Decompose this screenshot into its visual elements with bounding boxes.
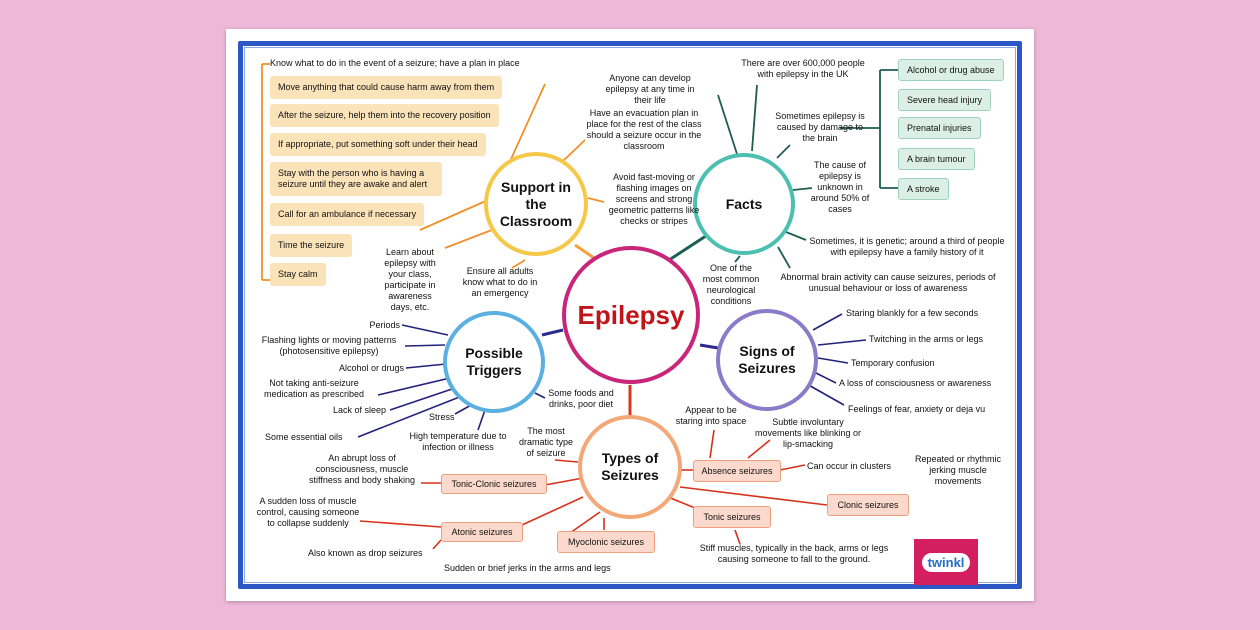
signs-item-2: Twitching in the arms or legs — [869, 334, 984, 344]
facts-uk: There are over 600,000 people with epile… — [741, 58, 865, 79]
types-circle: Types of Seizures — [578, 415, 682, 519]
inner-frame — [244, 47, 1016, 583]
support-step-5: Call for an ambulance if necessary — [270, 203, 425, 226]
atonic-desc: A sudden loss of muscle control, causing… — [256, 496, 360, 528]
support-step-2: After the seizure, help them into the re… — [270, 104, 499, 127]
facts-cause-5: A stroke — [898, 178, 949, 200]
facts-cause-1: Alcohol or drug abuse — [898, 59, 1004, 81]
trigger-sleep: Lack of sleep — [332, 405, 386, 415]
signs-abnormal: Abnormal brain activity can cause seizur… — [780, 272, 996, 293]
tonic-pill: Tonic seizures — [693, 506, 771, 528]
trigger-flashing: Flashing lights or moving patterns (phot… — [261, 335, 397, 356]
support-learn: Learn about epilepsy with your class, pa… — [384, 247, 436, 312]
facts-title: Facts — [725, 195, 763, 212]
trigger-temperature: High temperature due to infection or ill… — [409, 431, 507, 452]
clonic-pill: Clonic seizures — [827, 494, 909, 516]
myoclonic-pill: Myoclonic seizures — [557, 531, 655, 553]
support-ensure: Ensure all adults know what to do in an … — [462, 266, 538, 298]
blue-frame — [238, 41, 1022, 589]
facts-cause-2: Severe head injury — [898, 89, 992, 111]
atonic-aka: Also known as drop seizures — [308, 548, 423, 558]
types-dramatic: The most dramatic type of seizure — [518, 426, 574, 458]
signs-circle: Signs of Seizures — [716, 309, 818, 411]
trigger-stress: Stress — [429, 412, 455, 422]
support-circle: Support in the Classroom — [484, 152, 588, 256]
clonic-desc: Repeated or rhythmic jerking muscle move… — [914, 454, 1002, 486]
atonic-pill: Atonic seizures — [441, 522, 523, 542]
trigger-foods: Some foods and drinks, poor diet — [548, 388, 614, 409]
absence-pill: Absence seizures — [693, 460, 781, 482]
support-evacuation: Have an evacuation plan in place for the… — [586, 108, 702, 151]
support-step-3: If appropriate, put something soft under… — [270, 133, 486, 156]
support-title: Support in the Classroom — [499, 178, 573, 229]
myoclonic-desc: Sudden or brief jerks in the arms and le… — [444, 563, 611, 573]
facts-circle: Facts — [693, 153, 795, 255]
facts-common: One of the most common neurological cond… — [702, 263, 760, 306]
triggers-title: Possible Triggers — [465, 345, 523, 378]
facts-anyone: Anyone can develop epilepsy at any time … — [605, 73, 695, 105]
trigger-oils: Some essential oils — [265, 432, 343, 442]
facts-cause-3: Prenatal injuries — [898, 117, 981, 139]
types-title: Types of Seizures — [601, 450, 659, 483]
facts-unknown: The cause of epilepsy is unknown in arou… — [810, 160, 870, 214]
support-step-1: Move anything that could cause harm away… — [270, 76, 503, 99]
center-epilepsy-circle: Epilepsy — [562, 246, 700, 384]
tonic-clonic-pill: Tonic-Clonic seizures — [441, 474, 547, 494]
facts-genetic: Sometimes, it is genetic; around a third… — [809, 236, 1005, 257]
support-step-7: Stay calm — [270, 263, 326, 286]
triggers-circle: Possible Triggers — [443, 311, 545, 413]
signs-item-5: Feelings of fear, anxiety or deja vu — [848, 404, 986, 414]
facts-cause-4: A brain tumour — [898, 148, 975, 170]
support-heading: Know what to do in the event of a seizur… — [270, 58, 520, 68]
trigger-periods: Periods — [369, 320, 400, 330]
support-avoid: Avoid fast-moving or flashing images on … — [608, 172, 700, 226]
tonic-clonic-desc: An abrupt loss of consciousness, muscle … — [309, 453, 415, 485]
facts-damage: Sometimes epilepsy is caused by damage t… — [775, 111, 865, 143]
absence-clusters: Can occur in clusters — [807, 461, 892, 471]
absence-subtle: Subtle involuntary movements like blinki… — [754, 417, 862, 449]
center-title: Epilepsy — [577, 299, 685, 330]
twinkl-logo: twinkl — [914, 539, 978, 585]
signs-title: Signs of Seizures — [738, 343, 796, 376]
signs-item-1: Staring blankly for a few seconds — [846, 308, 979, 318]
support-step-4: Stay with the person who is having a sei… — [270, 162, 442, 196]
absence-stare: Appear to be staring into space — [675, 405, 747, 426]
support-step-6: Time the seizure — [270, 234, 353, 257]
trigger-alcohol: Alcohol or drugs — [338, 363, 404, 373]
tonic-desc: Stiff muscles, typically in the back, ar… — [699, 543, 889, 564]
logo-text: twinkl — [921, 552, 971, 572]
trigger-medication: Not taking anti-seizure medication as pr… — [263, 378, 365, 399]
signs-item-3: Temporary confusion — [851, 358, 935, 368]
signs-item-4: A loss of consciousness or awareness — [839, 378, 992, 388]
